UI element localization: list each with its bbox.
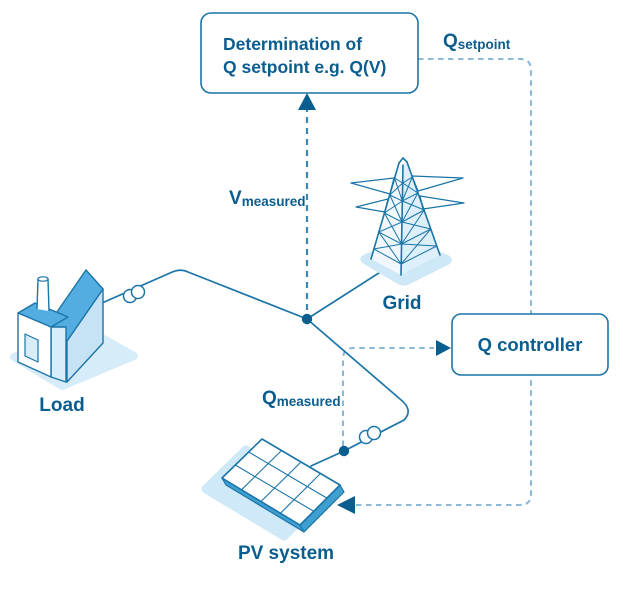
pv-panel-icon — [201, 438, 345, 541]
v-measured-label: Vmeasured — [229, 188, 305, 209]
junction-dot-grid — [301, 313, 313, 325]
factory-icon — [10, 269, 138, 390]
v-measured-arrow-icon — [298, 93, 316, 110]
junction-dot-pv — [338, 445, 350, 457]
load-label: Load — [39, 395, 84, 416]
transformer-icon-pv — [358, 425, 382, 445]
transformer-icon-load — [122, 284, 146, 304]
grid-tower-icon — [350, 156, 465, 286]
q-setpoint-arrow-icon — [337, 496, 355, 514]
determination-box-line1: Determination of — [223, 34, 362, 54]
determination-box-line2: Q setpoint e.g. Q(V) — [223, 57, 386, 77]
power-line — [101, 269, 409, 467]
determination-box: Determination of Q setpoint e.g. Q(V) — [200, 12, 419, 94]
q-controller-box: Q controller — [451, 313, 609, 376]
pv-system-label: PV system — [238, 543, 334, 564]
grid-label: Grid — [382, 293, 421, 314]
q-setpoint-label: Qsetpoint — [443, 31, 511, 52]
q-measured-label: Qmeasured — [262, 388, 341, 409]
q-setpoint-dashed-line — [352, 57, 533, 507]
q-controller-label: Q controller — [478, 334, 583, 355]
q-measured-arrow-icon — [436, 340, 451, 356]
grid-connection-line — [306, 270, 383, 320]
q-measured-dashed-line — [341, 346, 434, 446]
